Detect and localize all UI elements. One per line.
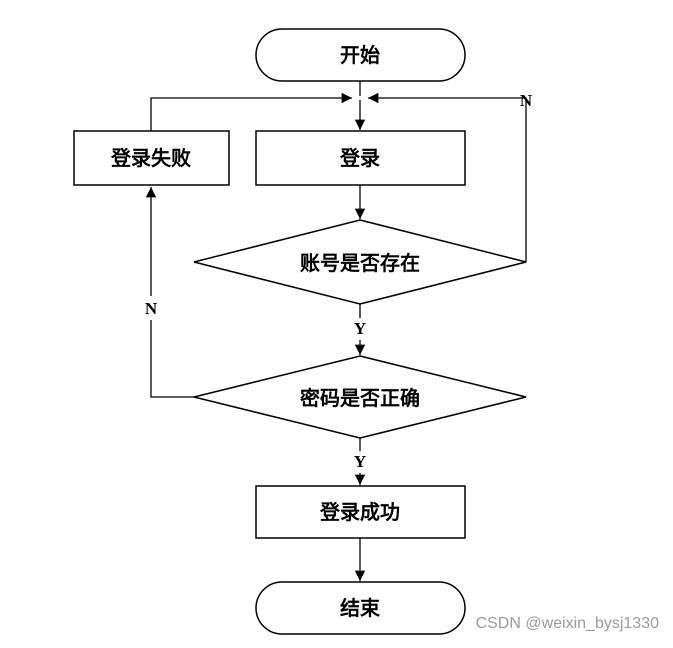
edge-label-no-account: N (520, 91, 533, 110)
start-node: 开始 (255, 28, 466, 82)
password-correct-label: 密码是否正确 (300, 386, 420, 410)
account-exists-label: 账号是否存在 (300, 251, 420, 275)
end-label: 结束 (340, 596, 381, 620)
login-failed-label: 登录失败 (110, 146, 191, 170)
edge-noaccount-merge (368, 92, 527, 262)
login-success-label: 登录成功 (319, 500, 400, 524)
login-label: 登录 (339, 146, 380, 170)
account-exists-decision: 账号是否存在 (193, 219, 527, 305)
login-failed-node: 登录失败 (73, 130, 230, 186)
edge-label-yes-account: Y (354, 319, 366, 338)
login-success-node: 登录成功 (255, 485, 466, 539)
edge-failed-merge (150, 92, 352, 131)
password-correct-decision: 密码是否正确 (193, 355, 527, 439)
edge-nopassword-failed (145, 187, 194, 398)
watermark: CSDN @weixin_bysj1330 (475, 615, 659, 632)
edge-label-yes-password: Y (354, 452, 366, 471)
edge-label-no-password: N (145, 299, 158, 318)
login-node: 登录 (255, 130, 466, 186)
end-node: 结束 (255, 581, 466, 635)
start-label: 开始 (340, 43, 380, 67)
